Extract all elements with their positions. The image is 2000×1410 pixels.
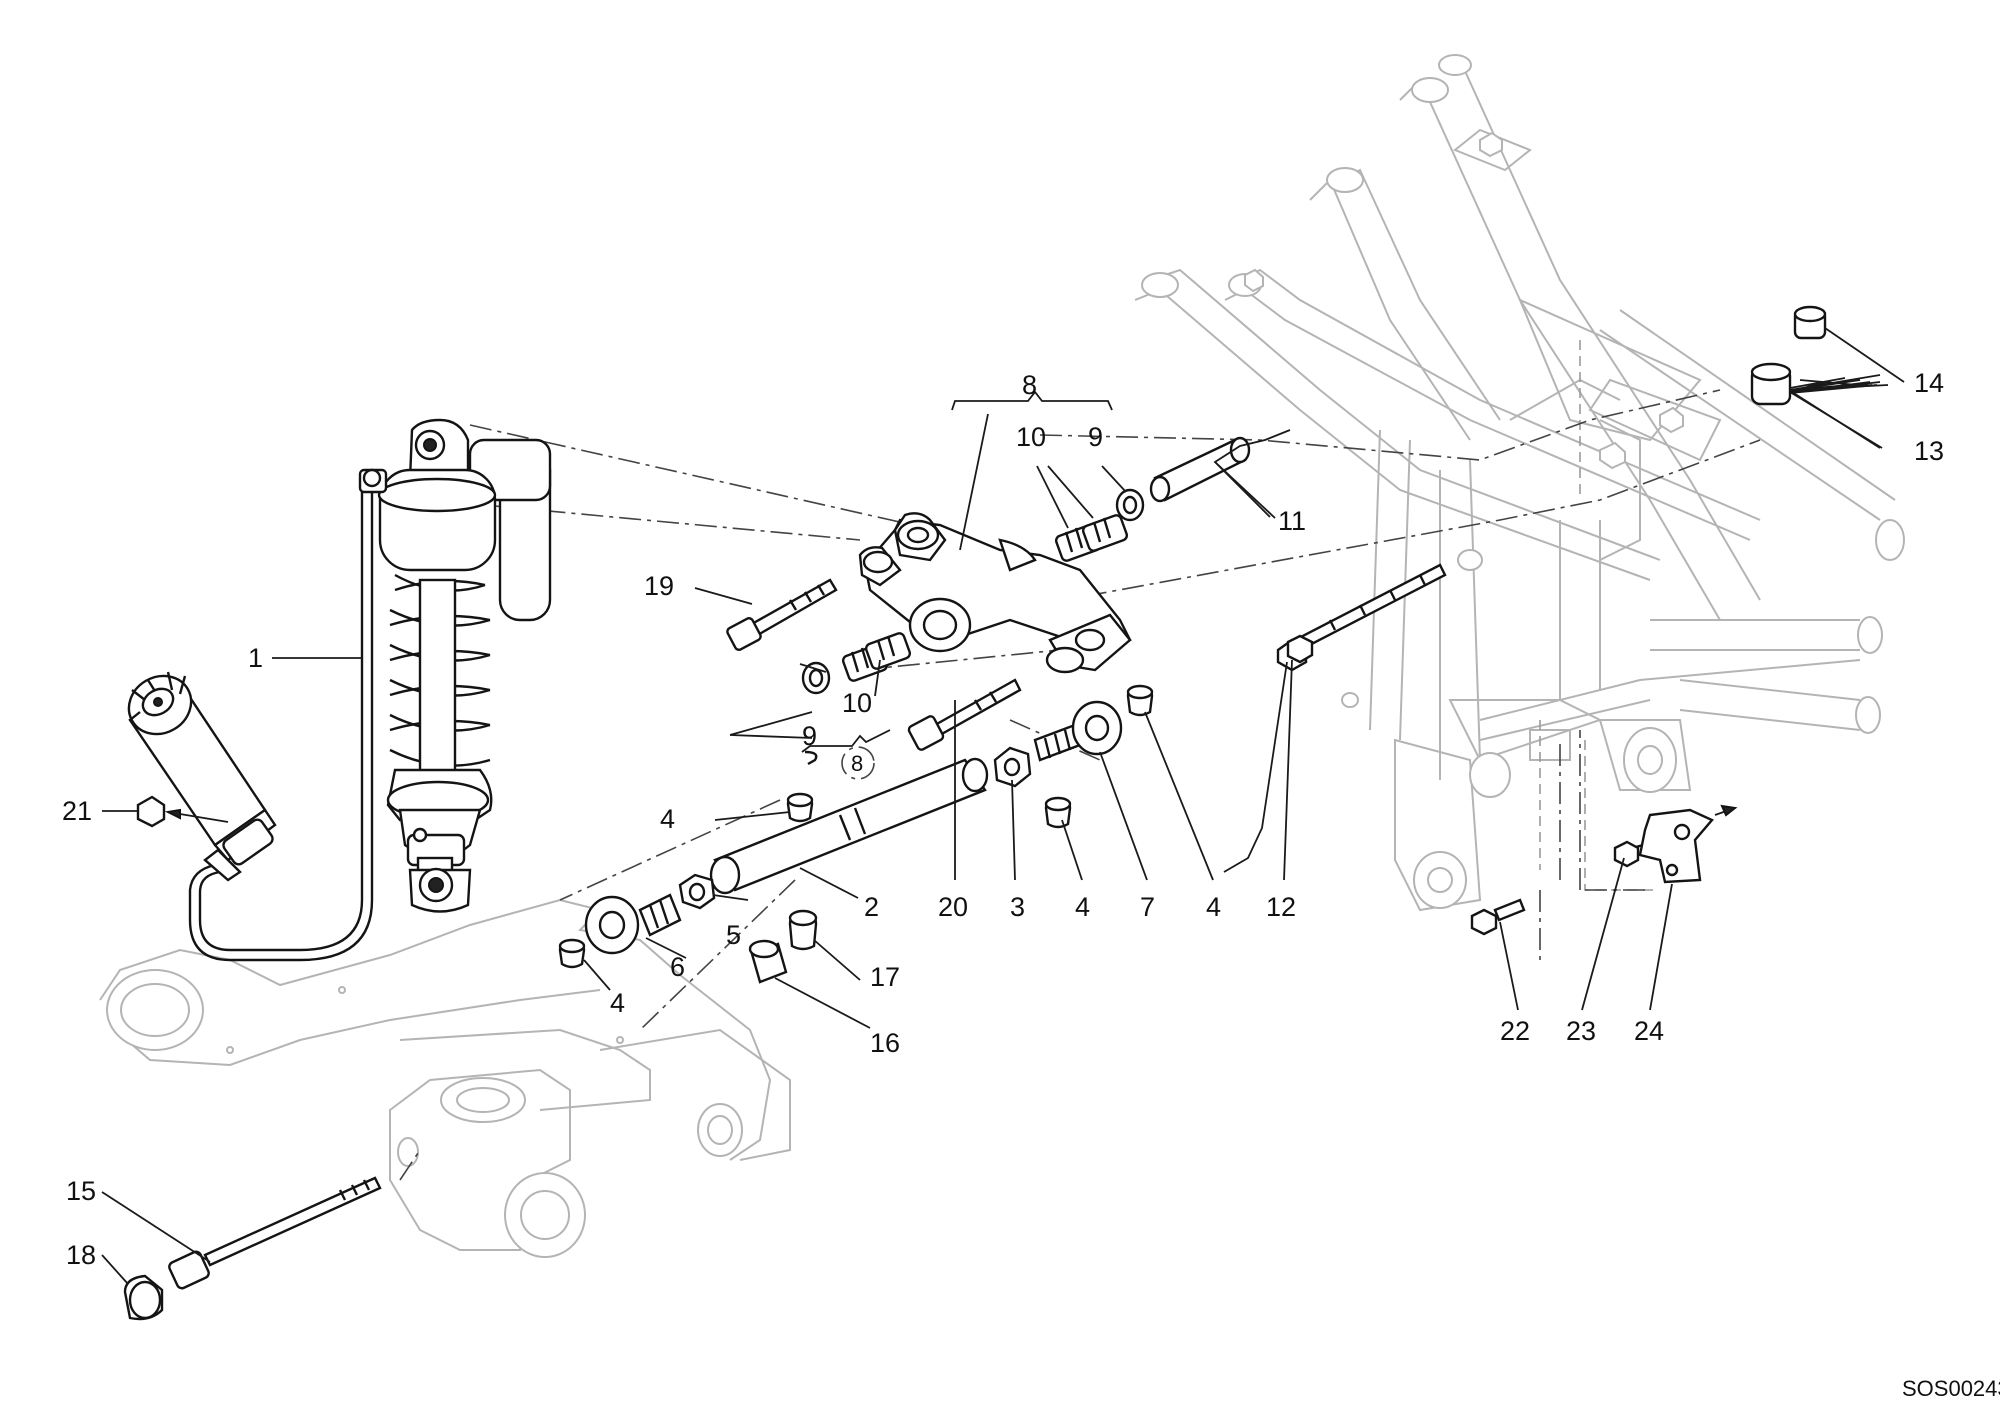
washer-upper — [1115, 488, 1145, 522]
callout-13: 13 — [1914, 436, 1944, 466]
callout-labels: 1 8 10 9 11 14 13 19 10 9 8 21 4 2 20 3 … — [62, 368, 2000, 1401]
rod-end-lower — [584, 893, 682, 955]
rocker-linkage — [858, 512, 1132, 674]
callout-14: 14 — [1914, 368, 1944, 398]
reference-arrows — [729, 711, 875, 780]
callout-4-a: 4 — [660, 804, 675, 834]
assembly-centerlines — [399, 389, 1761, 1181]
callout-9-lower: 9 — [802, 721, 817, 751]
adjuster-nut — [136, 795, 229, 828]
bracket-brace-8b — [801, 729, 891, 753]
callout-5: 5 — [726, 920, 741, 950]
callout-16: 16 — [870, 1028, 900, 1058]
linkage-bolt — [907, 678, 1022, 751]
needle-bearings-upper — [1054, 514, 1129, 562]
bushing-and-cap — [748, 909, 818, 984]
callout-17: 17 — [870, 962, 900, 992]
drawing-code: SOS00243 — [1902, 1376, 2000, 1401]
callout-3: 3 — [1010, 892, 1025, 922]
shock-hose — [188, 468, 388, 962]
callout-9-upper: 9 — [1088, 422, 1103, 452]
bracket-brace-8 — [951, 390, 1113, 411]
spacers — [558, 684, 1154, 969]
frame-bushings — [1750, 305, 1827, 406]
tie-rod-nut-lower — [678, 873, 716, 910]
callout-24: 24 — [1634, 1016, 1664, 1046]
tie-rod-nut-upper — [993, 746, 1032, 788]
callout-7: 7 — [1140, 892, 1155, 922]
callout-1: 1 — [248, 643, 263, 673]
callout-12: 12 — [1266, 892, 1296, 922]
swingarm-ghost — [99, 898, 791, 1258]
swingarm-pivot-shaft — [123, 1176, 382, 1321]
callout-4-c: 4 — [1206, 892, 1221, 922]
needle-bearings-lower — [801, 632, 912, 695]
bracket-hardware — [1470, 804, 1738, 960]
rear-shock-absorber — [377, 418, 552, 913]
callout-10-lower: 10 — [842, 688, 872, 718]
callout-4-b: 4 — [1075, 892, 1090, 922]
tie-rod — [709, 757, 989, 895]
callout-20: 20 — [938, 892, 968, 922]
callout-21: 21 — [62, 796, 92, 826]
long-bolt — [1276, 563, 1447, 672]
frame-ghost — [1134, 54, 1905, 912]
preload-adjuster — [127, 671, 277, 882]
callout-19: 19 — [644, 571, 674, 601]
callout-2: 2 — [864, 892, 879, 922]
callout-18: 18 — [66, 1240, 96, 1270]
callout-22: 22 — [1500, 1016, 1530, 1046]
callout-4-d: 4 — [610, 988, 625, 1018]
callout-6: 6 — [670, 952, 685, 982]
callout-8-circled: 8 — [851, 751, 863, 776]
callout-11: 11 — [1278, 506, 1306, 536]
rocker-bolt — [726, 578, 838, 651]
rod-end-upper — [1033, 700, 1123, 762]
callout-15: 15 — [66, 1176, 96, 1206]
spacer-tube — [1149, 436, 1251, 503]
callout-23: 23 — [1566, 1016, 1596, 1046]
leader-lines — [101, 327, 1905, 1285]
callout-8: 8 — [1022, 370, 1037, 400]
callout-10-upper: 10 — [1016, 422, 1046, 452]
